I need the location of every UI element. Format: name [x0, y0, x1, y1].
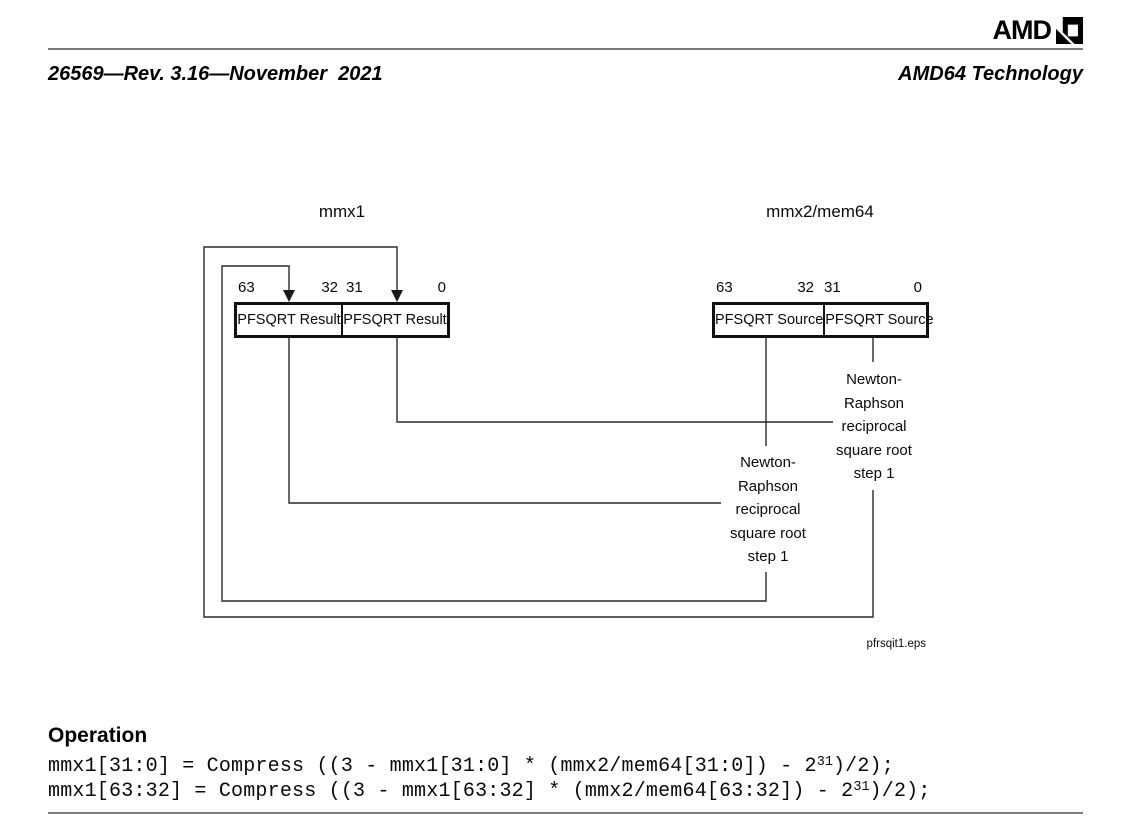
- operation-code-line: mmx1[31:0] = Compress ((3 - mmx1[31:0] *…: [48, 755, 894, 778]
- operation-heading: Operation: [48, 724, 148, 747]
- code-text: mmx1[31:0] = Compress ((3 - mmx1[31:0] *…: [48, 755, 817, 778]
- flow-line-result-low: [396, 338, 833, 423]
- bit-label-32: 32: [797, 279, 814, 296]
- arrowhead-low-result: [391, 290, 403, 302]
- amd-logo-text: AMD: [992, 15, 1052, 45]
- register-mmx1: PFSQRT Result PFSQRT Result: [234, 302, 450, 338]
- header-rule: [48, 48, 1083, 50]
- newton-raphson-label-low: Newton- Raphson reciprocal square root s…: [836, 371, 912, 482]
- code-text: mmx1[63:32] = Compress ((3 - mmx1[63:32]…: [48, 780, 854, 803]
- register-cell-result-low: PFSQRT Result: [343, 312, 447, 328]
- flow-line-result-high: [288, 338, 721, 504]
- document-title: AMD64 Technology: [898, 63, 1083, 85]
- figure-filename-caption: pfrsqit1.eps: [866, 638, 926, 650]
- register-title-mmx1: mmx1: [318, 202, 366, 221]
- register-cell-source-low: PFSQRT Source: [825, 312, 934, 328]
- newton-raphson-label-high: Newton- Raphson reciprocal square root s…: [730, 454, 806, 565]
- amd-arrow-icon: [1056, 16, 1083, 44]
- bit-label-32: 32: [321, 279, 338, 296]
- bit-label-0: 0: [437, 279, 446, 296]
- arrowhead-high-result: [283, 290, 295, 302]
- code-text: )/2);: [869, 780, 931, 803]
- bit-label-31: 31: [824, 279, 841, 296]
- bit-label-31: 31: [346, 279, 363, 296]
- operation-code-line: mmx1[63:32] = Compress ((3 - mmx1[63:32]…: [48, 780, 931, 803]
- amd-logo: AMD: [992, 15, 1083, 45]
- code-text: )/2);: [832, 755, 894, 778]
- footer-rule: [48, 812, 1083, 814]
- code-superscript: 31: [816, 755, 833, 770]
- register-title-mmx2-mem64: mmx2/mem64: [766, 202, 874, 221]
- register-mmx2-mem64: PFSQRT Source PFSQRT Source: [712, 302, 934, 338]
- bit-label-63: 63: [716, 279, 733, 296]
- bit-label-63: 63: [238, 279, 255, 296]
- document-reference: 26569—Rev. 3.16—November 2021: [48, 63, 383, 85]
- register-cell-source-high: PFSQRT Source: [715, 305, 826, 335]
- code-superscript: 31: [853, 780, 870, 795]
- bit-label-0: 0: [913, 279, 922, 296]
- register-cell-result-high: PFSQRT Result: [237, 305, 343, 335]
